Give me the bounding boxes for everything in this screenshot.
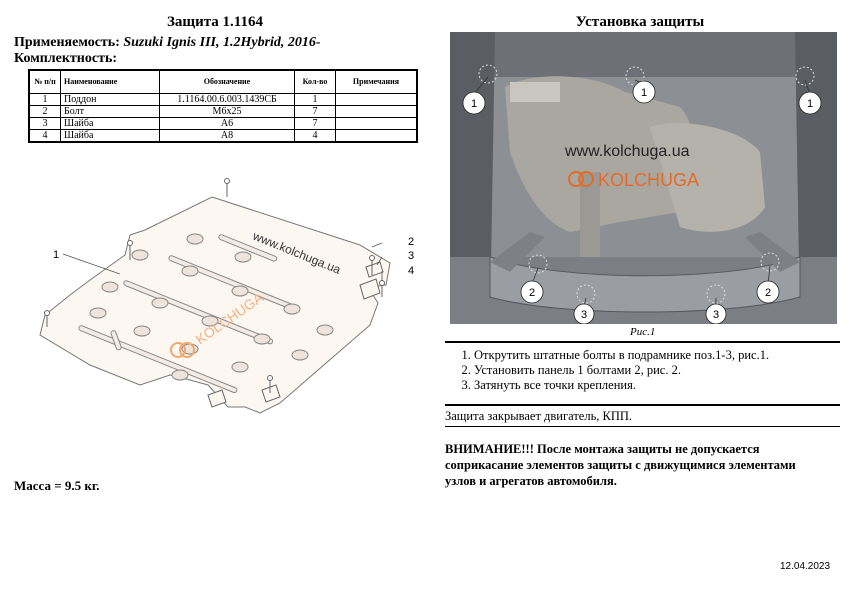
kolchuga-logo-icon xyxy=(170,342,186,358)
col-header-note: Примечания xyxy=(335,69,418,94)
cell-name: Шайба xyxy=(60,117,160,130)
divider-top xyxy=(445,341,840,343)
cell-designation: А8 xyxy=(159,129,295,143)
install-step: Установить панель 1 болтами 2, рис. 2. xyxy=(474,363,849,378)
photo-callout-1: 1 xyxy=(807,98,813,110)
cell-designation: 1.1164.00.6.003.1439СБ xyxy=(159,93,295,106)
col-header-num: № п/п xyxy=(28,69,61,94)
install-title: Установка защиты xyxy=(575,14,705,30)
cell-qty: 4 xyxy=(294,129,336,143)
parts-table: № п/п Наименование Обозначение Кол-во Пр… xyxy=(28,69,418,143)
col-header-qty: Кол-во xyxy=(294,69,336,94)
skid-plate-drawing: www.kolchuga.ua KOLCHUGA 1 2 3 4 xyxy=(39,178,414,414)
table-row: 3 Шайба А6 7 xyxy=(28,117,418,130)
install-step: Открутить штатные болты в подрамнике поз… xyxy=(474,348,849,363)
table-row: 4 Шайба А8 4 xyxy=(28,129,418,143)
cell-note xyxy=(335,105,418,118)
cell-designation: А6 xyxy=(159,117,295,130)
document-date: 12.04.2023 xyxy=(780,561,831,572)
cell-name: Поддон xyxy=(60,93,160,106)
mass-label: Масса = 9.5 кг. xyxy=(14,478,100,493)
photo-callout-3: 3 xyxy=(581,309,587,321)
cell-qty: 7 xyxy=(294,117,336,130)
photo-watermark-brand: KOLCHUGA xyxy=(598,170,699,190)
divider-middle xyxy=(445,404,840,406)
warning-text: ВНИМАНИЕ!!! После монтажа защиты не допу… xyxy=(445,442,796,488)
table-row: 1 Поддон 1.1164.00.6.003.1439СБ 1 xyxy=(28,93,418,106)
cell-note xyxy=(335,93,418,106)
photo-callout-2: 2 xyxy=(529,287,535,299)
install-step: Затянуть все точки крепления. xyxy=(474,378,849,393)
cell-qty: 7 xyxy=(294,105,336,118)
cell-num: 1 xyxy=(28,93,61,106)
figure-caption: Рис.1 xyxy=(630,326,656,338)
install-steps: Открутить штатные болты в подрамнике поз… xyxy=(440,348,849,393)
cell-qty: 1 xyxy=(294,93,336,106)
applicability-label: Применяемость: xyxy=(14,35,120,50)
cell-name: Шайба xyxy=(60,129,160,143)
photo-callout-2: 2 xyxy=(765,287,771,299)
part-title: Защита 1.1164 xyxy=(167,14,263,30)
photo-watermark: www.kolchuga.ua KOLCHUGA xyxy=(564,143,699,190)
cell-note xyxy=(335,117,418,130)
cell-note xyxy=(335,129,418,143)
cell-num: 2 xyxy=(28,105,61,118)
callout-4: 4 xyxy=(408,265,414,277)
photo-callout-1: 1 xyxy=(471,98,477,110)
cell-designation: М6х25 xyxy=(159,105,295,118)
callout-1: 1 xyxy=(53,249,59,261)
photo-watermark-url: www.kolchuga.ua xyxy=(564,143,690,160)
divider-bottom xyxy=(445,426,840,427)
kolchuga-logo-icon xyxy=(568,171,584,187)
cell-num: 4 xyxy=(28,129,61,143)
install-photo: www.kolchuga.ua KOLCHUGA 1 1 1 2 2 3 3 xyxy=(450,32,837,324)
protects-note: Защита закрывает двигатель, КПП. xyxy=(445,409,633,423)
applicability-value: Suzuki Ignis III, 1.2Hybrid, 2016- xyxy=(123,35,321,50)
callout-2: 2 xyxy=(408,236,414,248)
kit-label: Комплектность: xyxy=(14,51,118,66)
photo-callout-3: 3 xyxy=(713,309,719,321)
col-header-name: Наименование xyxy=(60,69,160,94)
applicability-line: Применяемость: Suzuki Ignis III, 1.2Hybr… xyxy=(14,35,321,51)
col-header-designation: Обозначение xyxy=(159,69,295,94)
callout-3: 3 xyxy=(408,250,414,262)
photo-callout-1: 1 xyxy=(641,87,647,99)
table-row: 2 Болт М6х25 7 xyxy=(28,105,418,118)
table-header-row: № п/п Наименование Обозначение Кол-во Пр… xyxy=(28,69,418,94)
cell-num: 3 xyxy=(28,117,61,130)
cell-name: Болт xyxy=(60,105,160,118)
